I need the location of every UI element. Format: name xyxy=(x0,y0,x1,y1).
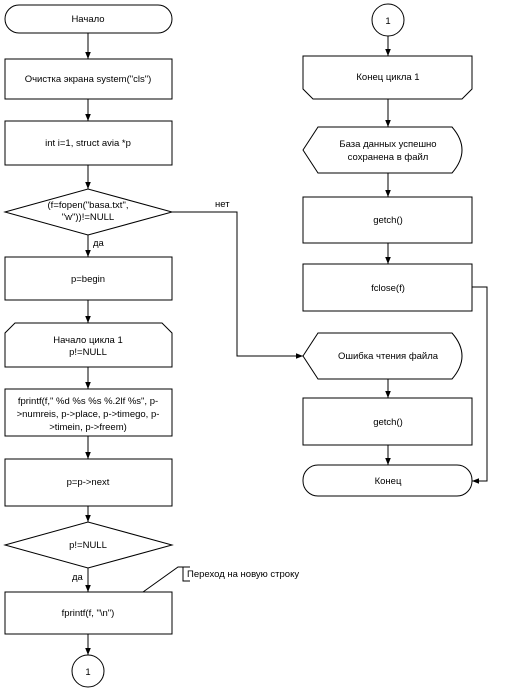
fprintf-newline-label: fprintf(f, "\n") xyxy=(62,608,115,619)
fprintf-line2: >numreis, p->place, p->timego, p- xyxy=(17,409,160,420)
fclose-block xyxy=(302,263,473,312)
comment-label: Переход на новую строку xyxy=(187,569,299,580)
no-label: нет xyxy=(215,199,230,210)
connector-bottom xyxy=(71,654,105,688)
next-block xyxy=(4,458,173,507)
getch-label-2: getch() xyxy=(373,417,403,428)
loop-end-block xyxy=(302,55,473,100)
getch-block-2 xyxy=(302,397,473,446)
comment-bracket xyxy=(182,566,190,582)
saved-line1: База данных успешно xyxy=(339,139,436,150)
end-label: Конец xyxy=(375,476,402,487)
error-label: Ошибка чтения файла xyxy=(338,351,439,362)
fclose-label: fclose(f) xyxy=(371,283,405,294)
comment-leader xyxy=(142,566,183,593)
loop-start-block xyxy=(4,322,173,368)
init-label: int i=1, struct avia *p xyxy=(45,138,131,149)
loop-end-label: Конец цикла 1 xyxy=(356,72,419,83)
connector-top-label: 1 xyxy=(385,16,390,27)
error-message-block xyxy=(302,332,463,380)
saved-message-block xyxy=(302,126,463,174)
decision-fopen-line1: (f=fopen("basa.txt", xyxy=(48,200,129,211)
saved-line2: сохранена в файл xyxy=(348,152,429,163)
fclose-to-end-line xyxy=(472,286,488,484)
yes-label-2: да xyxy=(72,572,84,583)
loop-start-line2: p!=NULL xyxy=(69,347,107,358)
clear-screen-block xyxy=(4,58,173,100)
decision-null-label: p!=NULL xyxy=(69,540,107,551)
decision-fopen-line2: "w"))!=NULL xyxy=(62,212,114,223)
assign-begin-label: p=begin xyxy=(71,274,105,285)
fprintf-record-block xyxy=(4,388,173,437)
no-branch-line xyxy=(172,211,303,359)
yes-label-1: да xyxy=(93,238,105,249)
fprintf-newline-block xyxy=(4,591,173,635)
start-label: Начало xyxy=(71,14,104,25)
loop-start-line1: Начало цикла 1 xyxy=(53,335,123,346)
fprintf-line1: fprintf(f," %d %s %s %.2lf %s", p- xyxy=(18,396,158,407)
decision-null xyxy=(3,521,174,569)
connector-bottom-label: 1 xyxy=(85,667,90,678)
getch-label-1: getch() xyxy=(373,215,403,226)
clear-screen-label: Очистка экрана system("cls") xyxy=(25,74,152,85)
fprintf-line3: >timein, p->freem) xyxy=(49,422,127,433)
next-label: p=p->next xyxy=(67,477,110,488)
getch-block-1 xyxy=(302,196,473,244)
